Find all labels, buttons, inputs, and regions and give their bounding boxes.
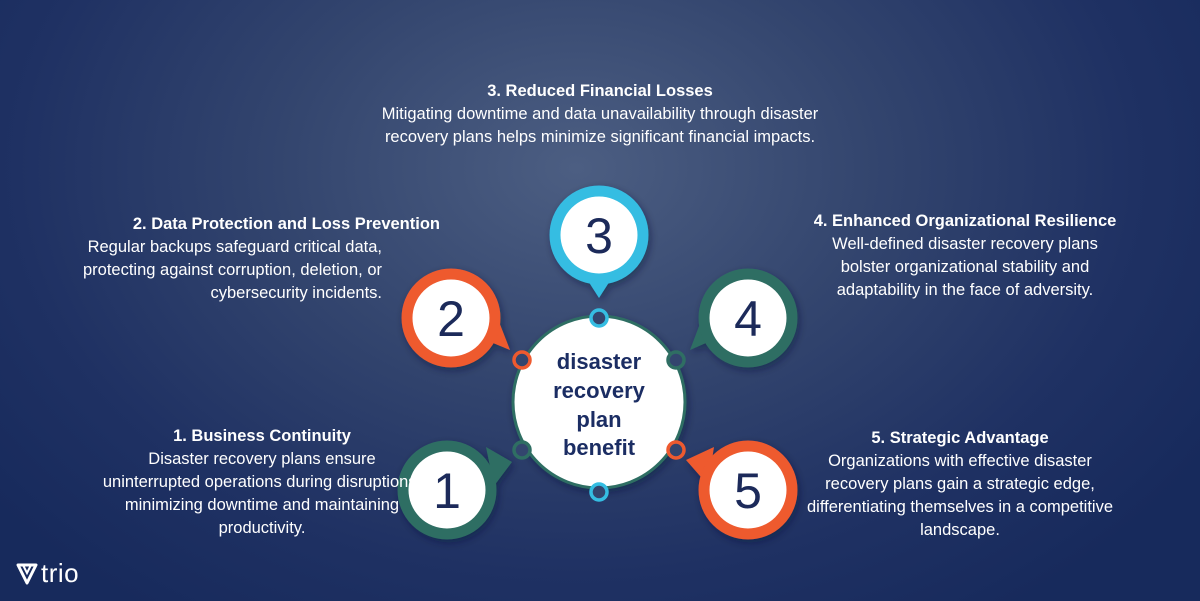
benefit-text-2: 2. Data Protection and Loss Prevention R… — [40, 213, 440, 305]
bubble-2-number: 2 — [437, 291, 465, 347]
bubble-3-number: 3 — [585, 208, 613, 264]
center-circle: disaster recovery plan benefit — [511, 314, 687, 490]
benefit-bubble-4: 4 — [690, 268, 798, 368]
benefit-4-description: Well-defined disaster recovery plans bol… — [832, 235, 1098, 299]
benefit-3-description: Mitigating downtime and data unavailabil… — [381, 105, 819, 146]
logo-text: trio — [41, 558, 80, 588]
benefit-1-description: Disaster recovery plans ensure uninterru… — [102, 450, 422, 537]
benefit-text-1: 1. Business Continuity Disaster recovery… — [92, 425, 432, 540]
bubble-1-number: 1 — [433, 463, 461, 519]
benefit-5-description: Organizations with effective disaster re… — [806, 452, 1114, 539]
benefit-bubble-2: 2 — [401, 268, 510, 368]
center-label-line-4: benefit — [563, 435, 636, 460]
bubble-5-number: 5 — [734, 463, 762, 519]
trio-v-logo-icon — [16, 563, 38, 584]
connector-ring-2 — [512, 350, 532, 370]
benefit-3-title: 3. Reduced Financial Losses — [487, 82, 713, 100]
benefit-bubble-3: 3 — [549, 185, 649, 298]
benefit-1-title: 1. Business Continuity — [173, 427, 351, 445]
connector-ring-5 — [666, 440, 686, 460]
center-label-line-1: disaster — [557, 349, 642, 374]
connector-ring-4 — [666, 350, 686, 370]
center-label-line-3: plan — [576, 407, 621, 432]
bubble-4-number: 4 — [734, 291, 762, 347]
benefit-text-4: 4. Enhanced Organizational Resilience We… — [785, 210, 1145, 302]
benefit-text-5: 5. Strategic Advantage Organizations wit… — [790, 427, 1130, 542]
benefit-bubble-5: 5 — [686, 440, 798, 540]
connector-rings — [512, 308, 686, 502]
benefit-5-title: 5. Strategic Advantage — [871, 429, 1049, 447]
benefit-text-3: 3. Reduced Financial Losses Mitigating d… — [380, 80, 820, 149]
connector-ring-3 — [589, 308, 609, 328]
benefit-2-description: Regular backups safeguard critical data,… — [82, 238, 382, 302]
benefit-2-title: 2. Data Protection and Loss Prevention — [132, 215, 440, 233]
connector-ring-bottom — [589, 482, 609, 502]
benefit-bubble-1: 1 — [397, 440, 512, 540]
benefit-4-title: 4. Enhanced Organizational Resilience — [813, 212, 1117, 230]
trio-logo: trio — [16, 558, 79, 589]
center-label-line-2: recovery — [553, 378, 646, 403]
connector-ring-1 — [512, 440, 532, 460]
